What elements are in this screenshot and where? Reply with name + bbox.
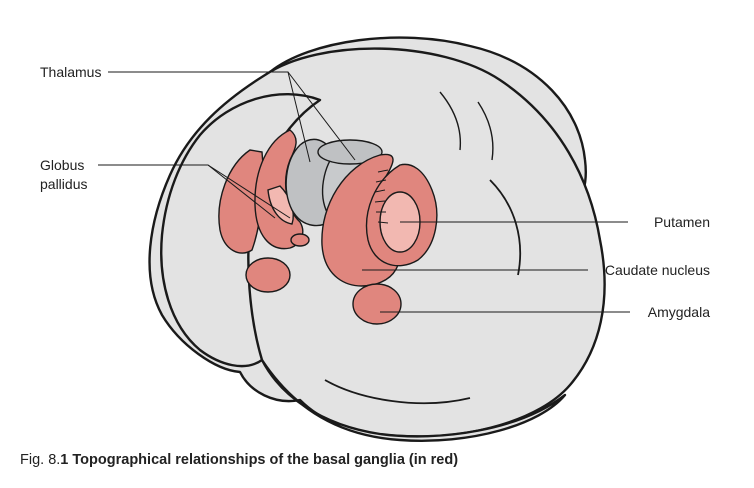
brain-sulcus xyxy=(324,379,471,405)
globus-leader-2 xyxy=(207,164,291,219)
basal-ganglia-left xyxy=(218,129,310,293)
label-globus-pallidus-line1: Globus xyxy=(40,157,84,173)
caption-number: 1 xyxy=(60,452,69,468)
brain-sulcus xyxy=(477,101,494,161)
brain-lower-lobe xyxy=(260,358,567,442)
label-thalamus: Thalamus xyxy=(40,64,101,80)
label-caudate-nucleus: Caudate nucleus xyxy=(605,262,710,278)
left-tail xyxy=(290,233,310,247)
thalamus-leader-2 xyxy=(287,71,356,161)
figure-caption: Fig. 8.1 Topographical relationships of … xyxy=(20,452,458,468)
right-caudate-bridges xyxy=(374,169,389,224)
thalamus-top xyxy=(317,139,383,165)
brain-sulcus xyxy=(489,179,522,276)
left-amygdala xyxy=(245,257,291,293)
label-amygdala: Amygdala xyxy=(648,304,710,320)
caption-prefix: Fig. 8. xyxy=(20,452,61,468)
basal-ganglia-right xyxy=(321,153,438,325)
brain-sulcus xyxy=(439,91,462,151)
right-amygdala xyxy=(352,283,402,325)
caption-title: Topographical relationships of the basal… xyxy=(72,452,459,468)
label-putamen: Putamen xyxy=(654,214,710,230)
leader-lines xyxy=(98,71,630,313)
label-globus-pallidus-line2: pallidus xyxy=(40,176,87,192)
